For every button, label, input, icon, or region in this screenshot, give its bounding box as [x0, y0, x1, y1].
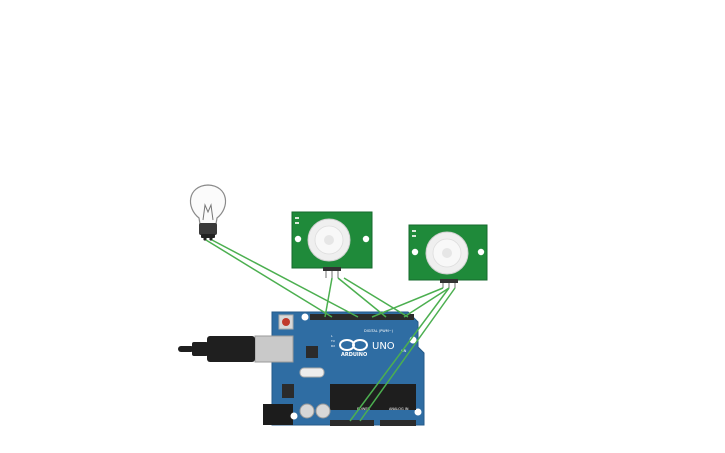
- wire-pir1-1[interactable]: [324, 277, 333, 318]
- board-brand: ARDUINO: [341, 352, 367, 358]
- power-jack-icon: [263, 404, 293, 425]
- board-model: UNO: [372, 341, 395, 352]
- wires[interactable]: [205, 239, 456, 422]
- analog-label: ANALOG IN: [389, 407, 409, 411]
- digital-header: [310, 314, 414, 320]
- wire-pir2-4[interactable]: [403, 287, 450, 318]
- wire-pir1-3[interactable]: [343, 277, 409, 318]
- arduino-uno-board[interactable]: UNO ARDUINO DIGITAL (PWM~) POWER ANALOG …: [178, 311, 425, 426]
- tx-label: TX: [330, 339, 335, 343]
- wire-pir2-2[interactable]: [349, 287, 450, 422]
- power-header: [330, 420, 374, 426]
- light-bulb[interactable]: [189, 184, 227, 241]
- wire-pir2-1[interactable]: [371, 287, 444, 318]
- wire-pir1-2[interactable]: [337, 277, 387, 318]
- usb-cable: [207, 336, 255, 362]
- wire-bulb-2[interactable]: [211, 239, 359, 318]
- rx-label: RX: [331, 344, 335, 348]
- l-label: L: [331, 334, 333, 338]
- pir-sensor-1[interactable]: [291, 211, 373, 278]
- power-label: POWER: [357, 407, 371, 411]
- arduino-logo: [339, 339, 368, 351]
- analog-header: [380, 420, 416, 426]
- pir-sensor-2[interactable]: [408, 224, 488, 288]
- usb-port-icon: [254, 335, 294, 363]
- wire-pir2-3[interactable]: [359, 287, 456, 422]
- digital-label: DIGITAL (PWM~): [364, 329, 394, 333]
- microcontroller-chip: [330, 384, 416, 410]
- on-label: ON: [401, 349, 407, 353]
- wire-bulb-1[interactable]: [205, 239, 333, 318]
- bulb-base-icon: [199, 223, 217, 235]
